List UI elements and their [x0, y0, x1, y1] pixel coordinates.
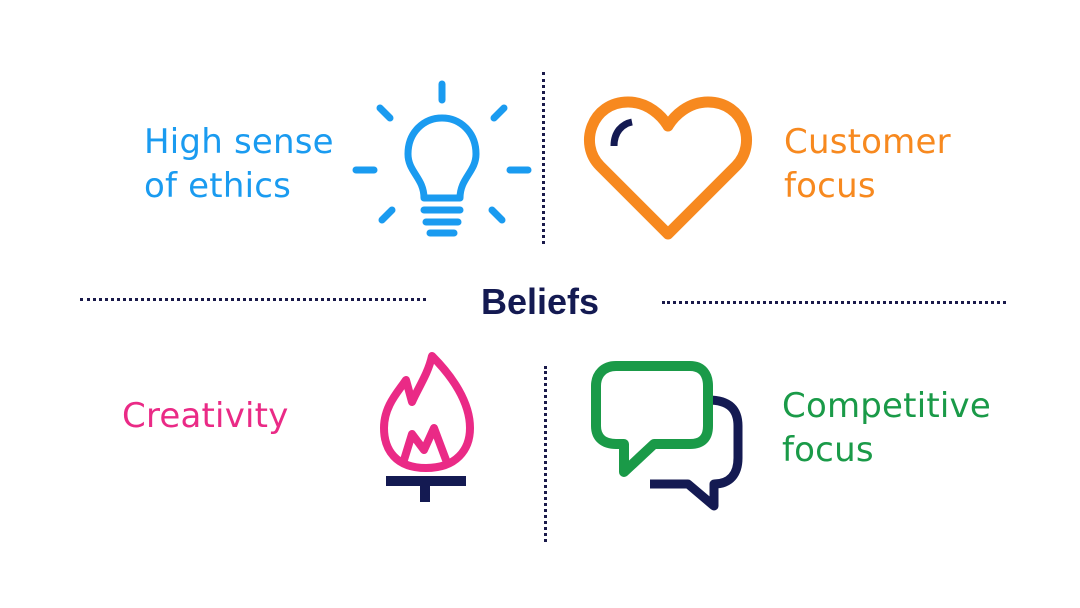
vertical-divider-top — [542, 72, 545, 244]
label-customer-focus: Customer focus — [784, 120, 951, 208]
label-creativity: Creativity — [122, 394, 289, 438]
label-line-2: focus — [782, 430, 874, 470]
center-title: Beliefs — [480, 281, 600, 322]
label-line-1: High sense — [144, 122, 334, 162]
speech-bubbles-icon — [591, 361, 743, 511]
label-line-2: of ethics — [144, 166, 292, 206]
label-line-1: Creativity — [122, 396, 289, 436]
horizontal-divider-left — [80, 298, 426, 301]
flame-icon — [380, 352, 474, 502]
label-line-2: focus — [784, 166, 876, 206]
label-line-1: Customer — [784, 122, 951, 162]
horizontal-divider-right — [662, 301, 1006, 304]
vertical-divider-bottom — [544, 366, 547, 542]
lightbulb-icon — [352, 80, 532, 237]
heart-icon — [584, 96, 752, 240]
label-high-sense-of-ethics: High sense of ethics — [144, 120, 334, 208]
label-competitive-focus: Competitive focus — [782, 384, 991, 472]
label-line-1: Competitive — [782, 386, 991, 426]
